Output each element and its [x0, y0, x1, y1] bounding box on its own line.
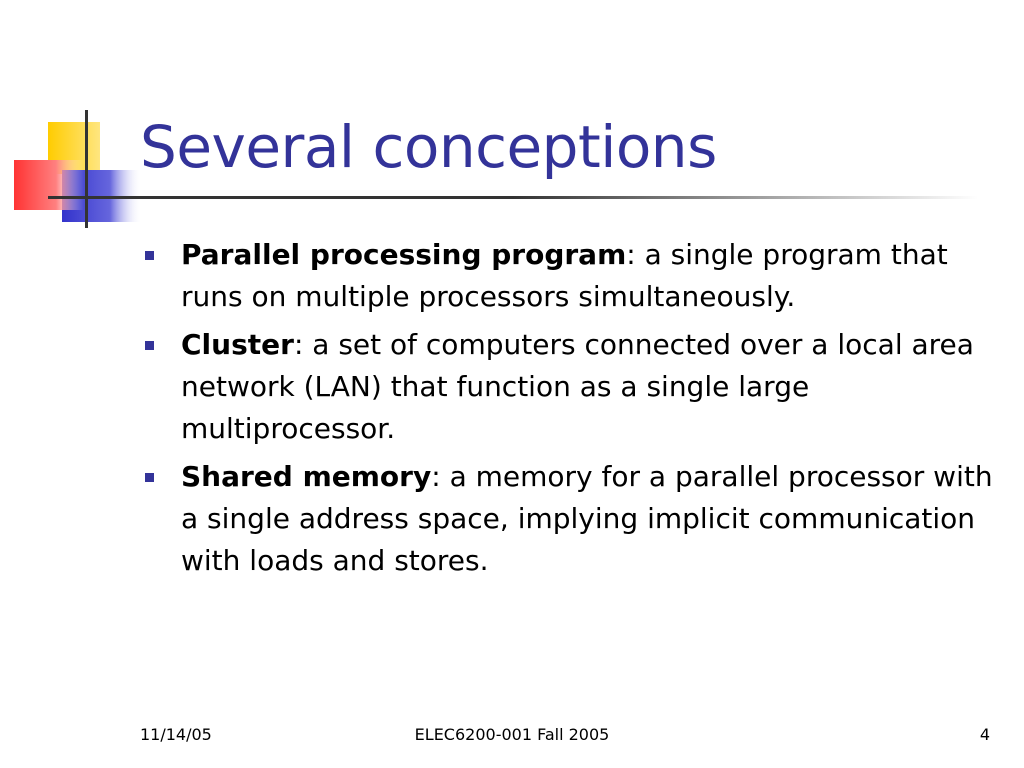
footer-date: 11/14/05 — [140, 725, 212, 744]
bullet-term: Parallel processing program — [181, 238, 627, 271]
footer-page-number: 4 — [979, 725, 990, 744]
bullet-item-shared-memory: Shared memory: a memory for a parallel p… — [145, 456, 1005, 582]
square-bullet-icon — [145, 473, 154, 482]
title-underline — [48, 196, 978, 199]
bullet-term: Cluster — [181, 328, 294, 361]
bullet-text: : a memory for a parallel processor with… — [181, 460, 993, 577]
bullet-item-cluster: Cluster: a set of computers connected ov… — [145, 324, 1005, 450]
square-bullet-icon — [145, 341, 154, 350]
bullet-term: Shared memory — [181, 460, 432, 493]
bullet-item-parallel-processing-program: Parallel processing program: a single pr… — [145, 234, 1005, 318]
slide-title: Several conceptions — [140, 113, 717, 181]
bullet-text: : a single program that runs on multiple… — [181, 238, 948, 313]
deco-red-square — [14, 160, 84, 210]
bullet-list: Parallel processing program: a single pr… — [145, 234, 1005, 588]
square-bullet-icon — [145, 251, 154, 260]
decorative-squares-graphic — [14, 110, 142, 228]
bullet-text: : a set of computers connected over a lo… — [181, 328, 974, 445]
footer-course-label: ELEC6200-001 Fall 2005 — [414, 725, 610, 744]
deco-vertical-line — [85, 110, 88, 228]
